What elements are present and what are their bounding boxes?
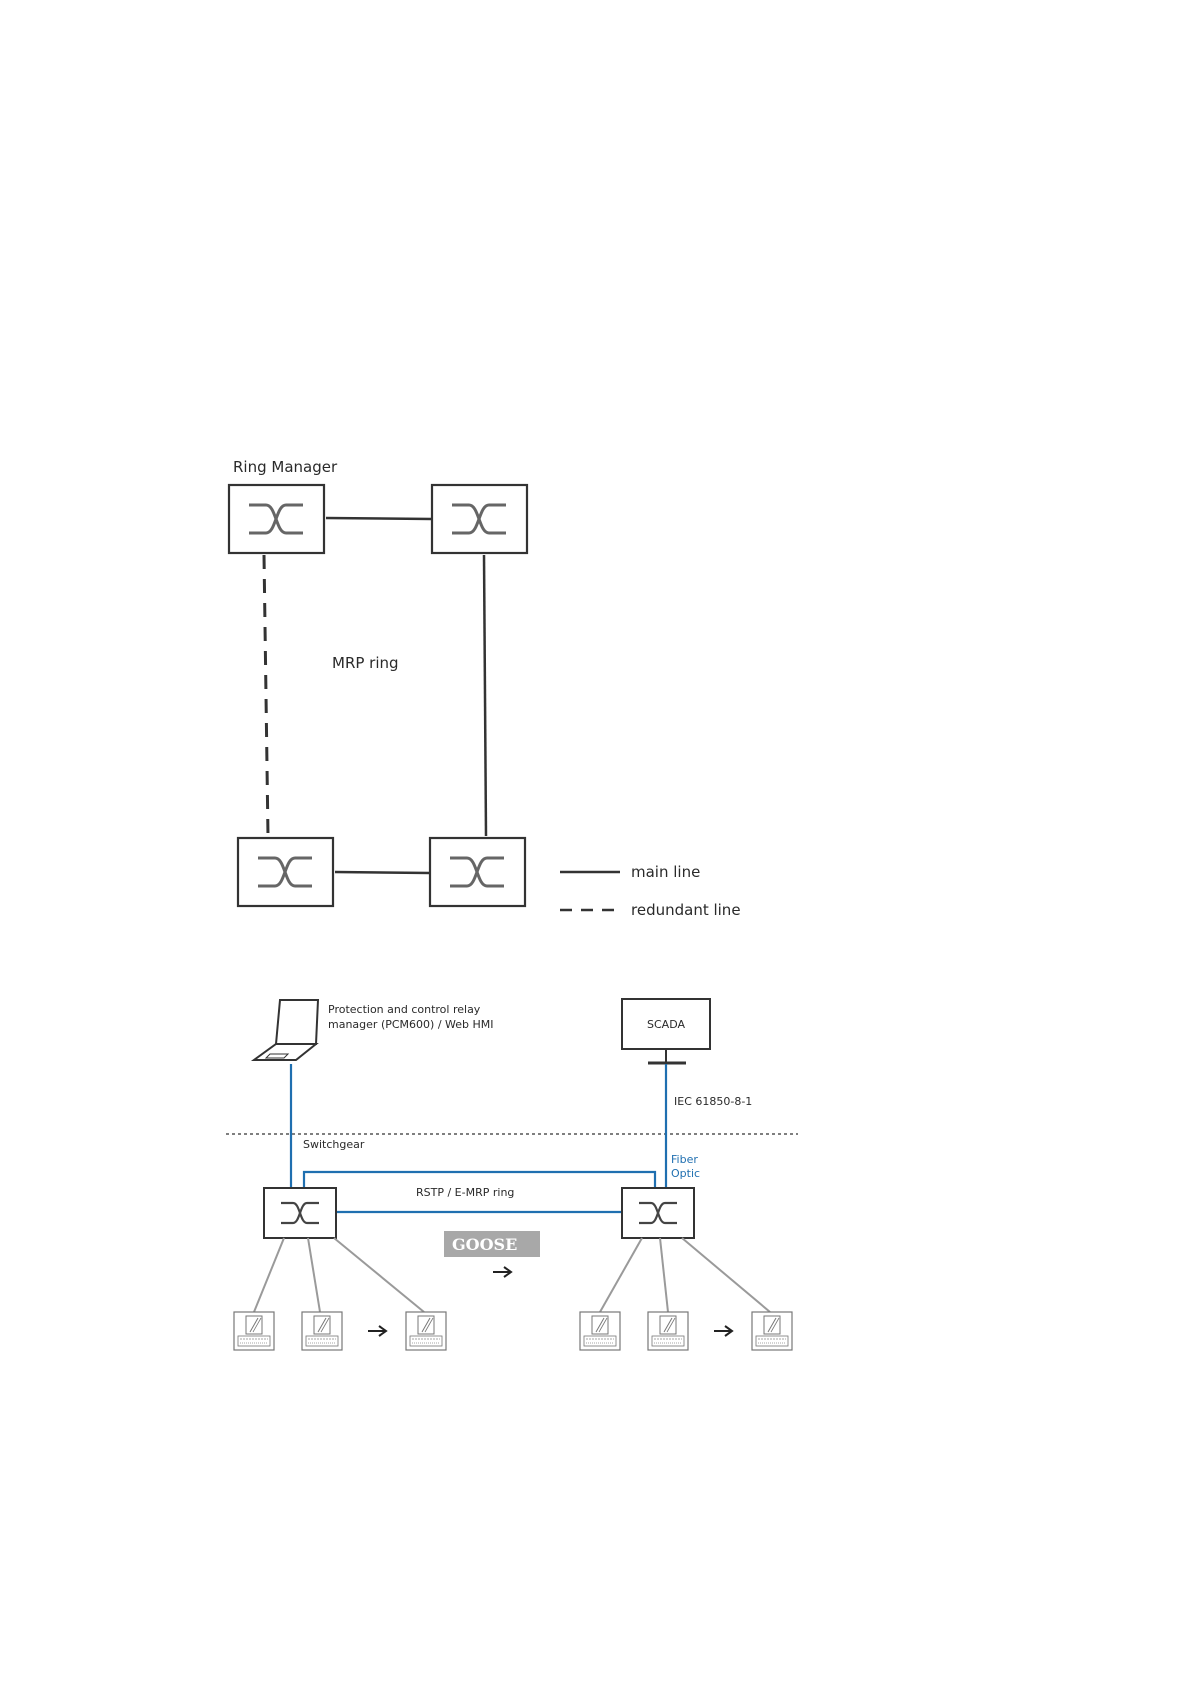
protocol-label: IEC 61850-8-1 (674, 1095, 752, 1108)
pcm-label-line1: Protection and control relay (328, 1003, 481, 1016)
switch-bottom-left (238, 838, 333, 906)
relay-link (682, 1238, 770, 1312)
scada-label: SCADA (647, 1018, 685, 1031)
relay-link (334, 1238, 424, 1312)
ring-manager-label: Ring Manager (233, 458, 338, 476)
switch-right (622, 1188, 694, 1238)
relay-icon (302, 1312, 342, 1350)
relay-icon (752, 1312, 792, 1350)
arrow-right-icon (368, 1326, 386, 1336)
legend: main line redundant line (560, 863, 741, 919)
relay-link (254, 1238, 284, 1312)
relay-icon (406, 1312, 446, 1350)
mrp-ring-diagram: Ring Manager MRP ring main line (229, 458, 741, 919)
legend-main-label: main line (631, 863, 700, 881)
relay-link (600, 1238, 642, 1312)
relay-icon (234, 1312, 274, 1350)
main-line-bottom (335, 872, 430, 873)
rstp-ring-label: RSTP / E-MRP ring (416, 1186, 514, 1199)
mrp-ring-label: MRP ring (332, 654, 399, 672)
switch-left (264, 1188, 336, 1238)
pcm-label-line2: manager (PCM600) / Web HMI (328, 1018, 494, 1031)
ring-manager-switch (229, 485, 324, 553)
goose-badge: GOOSE (444, 1231, 540, 1257)
fiber-label-line1: Fiber (671, 1153, 698, 1166)
relay-link (308, 1238, 320, 1312)
legend-redundant-label: redundant line (631, 901, 741, 919)
main-line-right (484, 555, 486, 836)
network-diagram: Protection and control relay manager (PC… (226, 999, 798, 1350)
arrow-right-icon (714, 1326, 732, 1336)
goose-label: GOOSE (452, 1235, 517, 1254)
switchgear-label: Switchgear (303, 1138, 365, 1151)
main-line-top (326, 518, 432, 519)
relay-link (660, 1238, 668, 1312)
laptop-icon (254, 1000, 318, 1060)
arrow-right-icon (493, 1267, 511, 1277)
switch-top-right (432, 485, 527, 553)
redundant-line-left (264, 555, 268, 836)
relay-icon (648, 1312, 688, 1350)
scada-monitor: SCADA (622, 999, 710, 1063)
fiber-label-line2: Optic (671, 1167, 700, 1180)
switch-bottom-right (430, 838, 525, 906)
relay-icon (580, 1312, 620, 1350)
